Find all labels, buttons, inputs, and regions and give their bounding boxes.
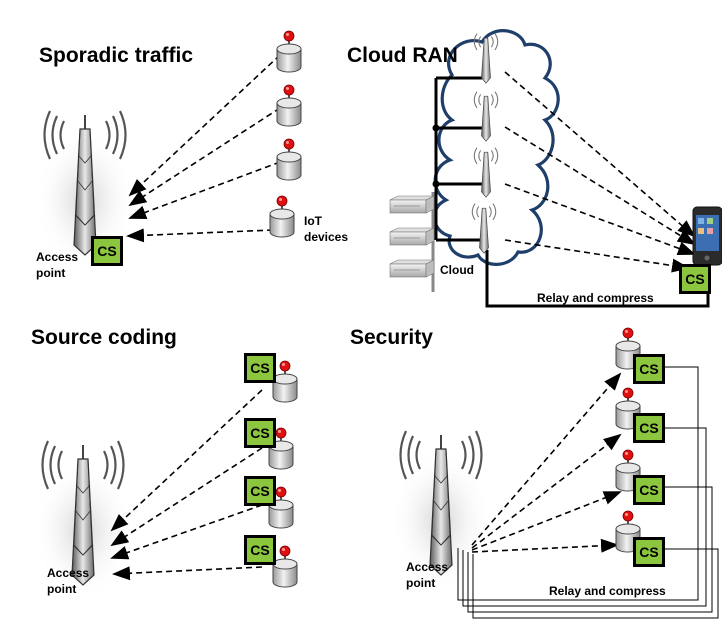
cs-label: CS (250, 542, 269, 558)
relay-compress-label: Relay and compress (537, 291, 654, 305)
iot-device-icon (271, 544, 299, 589)
cs-label: CS (97, 243, 116, 259)
smartphone-icon (692, 206, 722, 266)
cs-label: CS (250, 483, 269, 499)
relay-compress-label: Relay and compress (549, 584, 666, 598)
cs-label: CS (685, 271, 704, 287)
cs-label: CS (639, 482, 658, 498)
iot-devices-label: IoT devices (304, 214, 349, 244)
server-rack-icon (389, 192, 435, 292)
cloud-label: Cloud (440, 263, 474, 277)
panel-title-security: Security (350, 326, 433, 349)
panel-cloud-ran: CS (389, 29, 722, 308)
panel-title-sporadic-traffic: Sporadic traffic (39, 44, 194, 67)
iot-device-icon (271, 359, 299, 404)
cs-label: CS (639, 361, 658, 377)
panel-sporadic-traffic: CS (33, 29, 303, 272)
panel-title-source-coding: Source coding (31, 326, 177, 349)
iot-device-icon (268, 194, 296, 239)
cs-label: CS (250, 360, 269, 376)
iot-device-icon (275, 29, 303, 74)
access-point-label: Access point (47, 566, 90, 596)
access-point-label: Access point (36, 250, 79, 280)
cloud-icon (432, 29, 560, 266)
cs-label: CS (250, 425, 269, 441)
cs-label: CS (639, 544, 658, 560)
iot-device-icon (275, 83, 303, 128)
panel-title-cloud-ran: Cloud RAN (347, 44, 458, 67)
access-point-label: Access point (406, 560, 449, 590)
iot-device-icon (275, 137, 303, 182)
cs-label: CS (639, 420, 658, 436)
panel-security: CS CS CS CS (389, 326, 719, 619)
panel-source-coding: CS CS CS CS (31, 353, 299, 602)
